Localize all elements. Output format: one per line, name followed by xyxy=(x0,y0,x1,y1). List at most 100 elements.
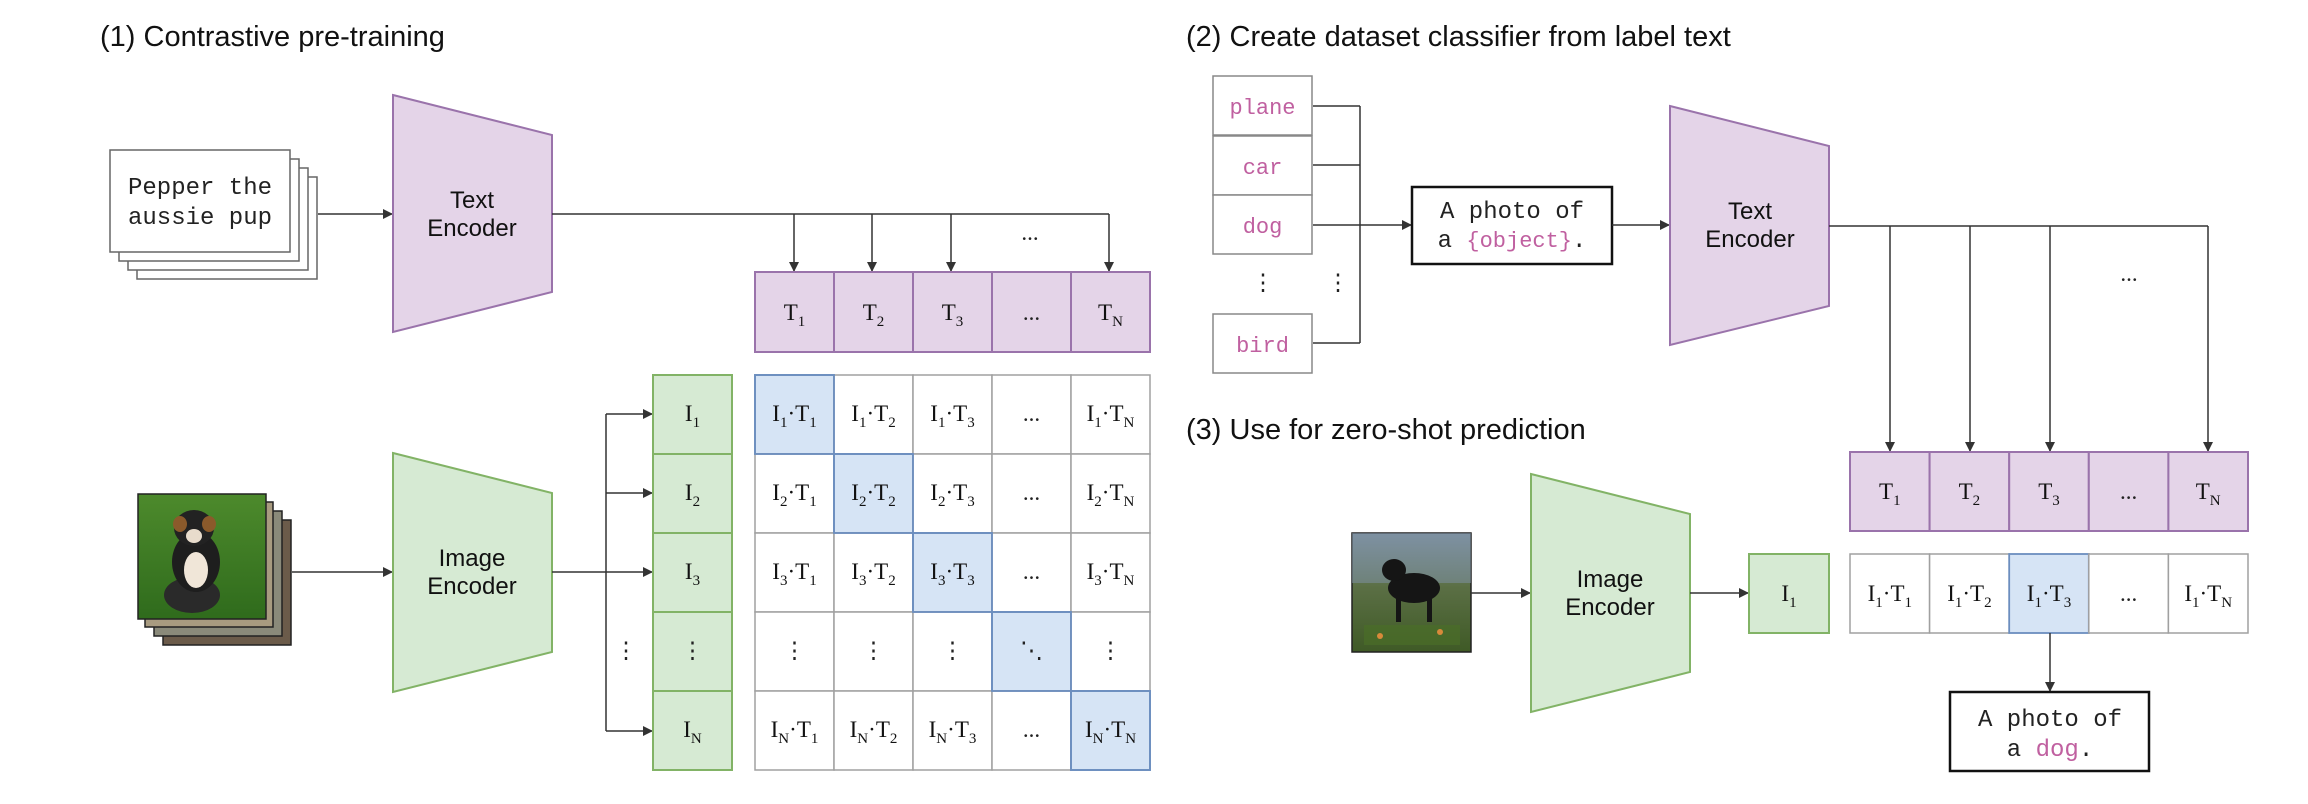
classifier-text-embedding-cell xyxy=(2087,451,2170,532)
text-embedding-cell xyxy=(991,271,1072,353)
caption-line-1: Pepper the xyxy=(128,175,272,202)
zeroshot-product-label: I1·T2 xyxy=(1947,581,1991,611)
image-encoder-pretraining xyxy=(392,451,553,694)
matrix-cell-label: I3·T2 xyxy=(851,559,895,589)
text-embedding-cell xyxy=(833,271,914,353)
matrix-diagonal-border xyxy=(833,453,914,534)
label-text: dog xyxy=(1243,215,1283,240)
matrix-diagonal-border xyxy=(1070,690,1151,771)
matrix-cell-label: I2·T3 xyxy=(930,480,974,510)
text-encoder-pretraining xyxy=(392,93,553,334)
classifier-text-embedding-label: TN xyxy=(2196,479,2221,509)
classifier-text-embedding-label: T2 xyxy=(1959,479,1981,509)
matrix-cell xyxy=(754,690,835,771)
image-embedding-label: IN xyxy=(683,717,702,747)
matrix-cell xyxy=(991,690,1072,771)
zeroshot-image-embedding xyxy=(1748,553,1830,634)
label-cell xyxy=(1212,75,1313,136)
classifier-arrows-ellipsis: ... xyxy=(2120,261,2137,286)
section-title-zeroshot: (3) Use for zero-shot prediction xyxy=(1186,414,1586,446)
image-embedding-label: I3 xyxy=(685,559,700,589)
text-encoder-classifier-label-1: Text xyxy=(1728,198,1772,225)
matrix-cell-diagonal xyxy=(991,611,1072,692)
classifier-text-embedding-cell xyxy=(2167,451,2249,532)
image-embedding-label: I1 xyxy=(685,401,700,431)
zeroshot-product-cell xyxy=(2167,553,2249,634)
label-text: bird xyxy=(1236,334,1289,359)
matrix-diagonal-border xyxy=(912,532,993,613)
matrix-cell xyxy=(1070,611,1151,692)
image-encoder-zeroshot-label-2: Encoder xyxy=(1565,594,1654,621)
matrix-diagonal-border xyxy=(991,611,1072,692)
matrix-cell xyxy=(833,690,914,771)
image-embedding-vdots: ⋮ xyxy=(681,638,704,663)
image-embedding-cell xyxy=(652,532,733,613)
prompt-template-object: {object} xyxy=(1466,229,1572,254)
matrix-cell-label: I2·T2 xyxy=(851,480,895,510)
label-list-vdots: ⋮ xyxy=(1252,270,1275,295)
prediction-line-2: a dog. xyxy=(2007,737,2093,764)
text-encoder-label-2: Encoder xyxy=(427,215,516,242)
label-cell xyxy=(1212,194,1313,255)
matrix-cell-diagonal xyxy=(754,374,835,455)
prediction-box xyxy=(1948,690,2151,773)
prediction-word: dog xyxy=(2036,737,2079,764)
label-text: plane xyxy=(1229,96,1295,121)
matrix-cell xyxy=(1070,532,1151,613)
matrix-cell-label: I3·TN xyxy=(1087,559,1135,589)
text-encoder-classifier xyxy=(1669,104,1830,347)
matrix-cell xyxy=(1070,374,1151,455)
label-text: car xyxy=(1243,156,1283,181)
image-encoder-label-1: Image xyxy=(439,545,506,572)
prompt-template-line-1: A photo of xyxy=(1440,199,1584,226)
zeroshot-image-embedding-label: I1 xyxy=(1781,581,1796,611)
image-encoder-zeroshot-label-1: Image xyxy=(1577,566,1644,593)
caption-line-2: aussie pup xyxy=(128,205,272,232)
matrix-diagonal-border xyxy=(754,374,835,455)
matrix-cell-label: I1·T1 xyxy=(772,401,816,431)
section-title-classifier: (2) Create dataset classifier from label… xyxy=(1186,21,1731,53)
matrix-cell-label: IN·T3 xyxy=(929,717,977,747)
matrix-cell-ellipsis: ⋮ xyxy=(862,638,885,663)
matrix-cell-ellipsis: ⋮ xyxy=(1099,638,1122,663)
matrix-cell-label: I3·T3 xyxy=(930,559,974,589)
image-embedding-cell xyxy=(652,690,733,771)
text-embedding-cell xyxy=(754,271,835,353)
image-stack-pretraining xyxy=(137,493,292,646)
text-embedding-label: T1 xyxy=(784,300,806,330)
label-cell xyxy=(1212,135,1313,196)
matrix-cell xyxy=(991,453,1072,534)
matrix-cell xyxy=(1070,453,1151,534)
text-embedding-label: TN xyxy=(1098,300,1123,330)
label-cell xyxy=(1212,313,1313,374)
matrix-cell xyxy=(991,374,1072,455)
image-arrows-vdots: ⋮ xyxy=(615,638,638,663)
matrix-cell xyxy=(912,690,993,771)
matrix-cell-label: I1·T2 xyxy=(851,401,895,431)
classifier-text-embedding-label: T1 xyxy=(1879,479,1901,509)
matrix-cell-ellipsis: ⋮ xyxy=(783,638,806,663)
classifier-text-embedding-cell xyxy=(2008,451,2090,532)
matrix-cell xyxy=(912,374,993,455)
matrix-cell-ellipsis: ⋱ xyxy=(1020,638,1043,663)
zeroshot-product-label: I1·T3 xyxy=(2027,581,2071,611)
matrix-cell-label: I1·T3 xyxy=(930,401,974,431)
zeroshot-product-label: I1·T1 xyxy=(1868,581,1912,611)
matrix-cell-label: I3·T1 xyxy=(772,559,816,589)
image-encoder-zeroshot xyxy=(1530,472,1691,714)
zeroshot-product-label: I1·TN xyxy=(2184,581,2232,611)
matrix-cell-label: I2·TN xyxy=(1087,480,1135,510)
matrix-cell-label: IN·T2 xyxy=(850,717,898,747)
text-arrows-ellipsis: ... xyxy=(1021,220,1038,245)
dog-photo-field xyxy=(1351,532,1472,653)
classifier-text-embedding-cell xyxy=(1849,451,1931,532)
text-embedding-ellipsis: ... xyxy=(1023,300,1040,325)
image-embedding-cell xyxy=(652,453,733,534)
caption-card-stack: Pepper the aussie pup xyxy=(109,149,318,280)
matrix-cell-label: IN·T1 xyxy=(771,717,819,747)
section-title-pretraining: (1) Contrastive pre-training xyxy=(100,21,445,53)
